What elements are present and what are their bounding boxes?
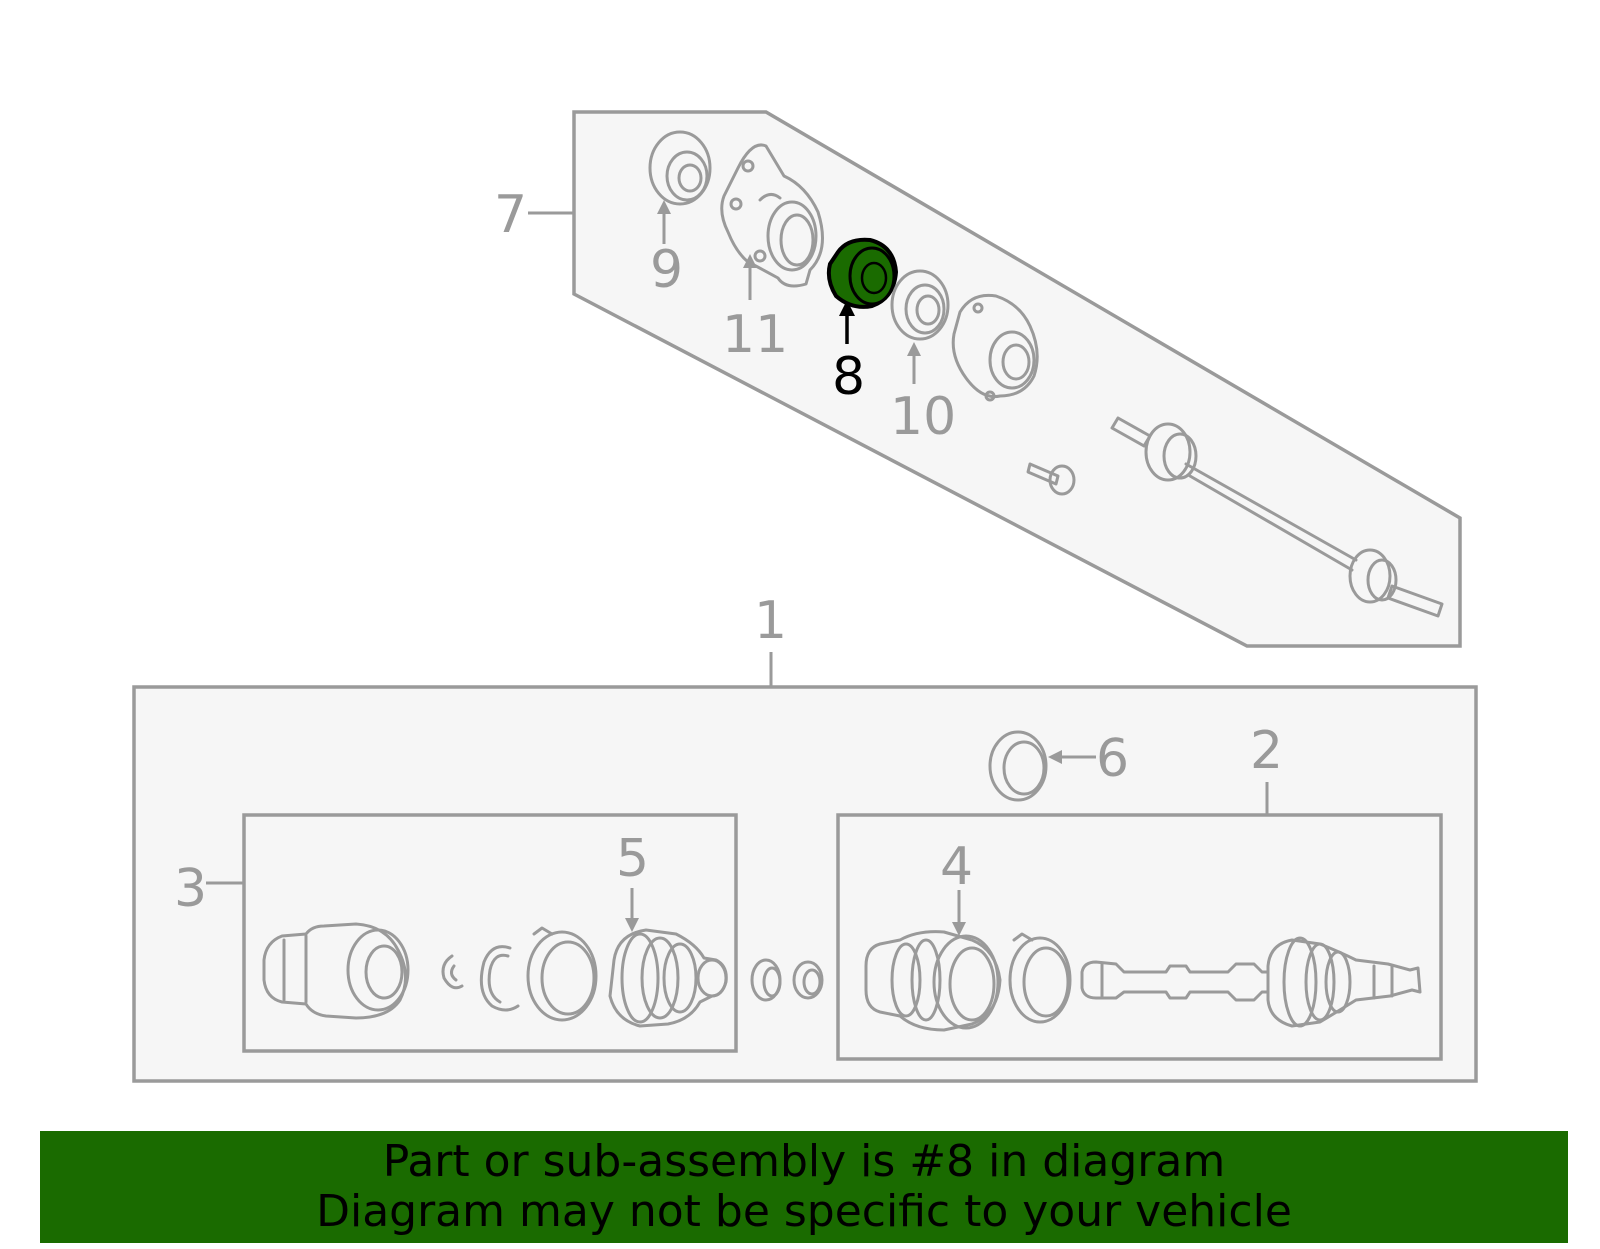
banner-line-2: Diagram may not be specific to your vehi… — [316, 1186, 1292, 1237]
callout-7: 7 — [494, 185, 527, 245]
callout-4: 4 — [940, 837, 973, 897]
arrow-4 — [952, 890, 966, 936]
part-9-seal-drawing — [648, 130, 712, 206]
callout-2: 2 — [1250, 721, 1283, 781]
callout-8: 8 — [832, 347, 865, 407]
part-8-bearing-highlighted — [826, 237, 899, 309]
callout-3: 3 — [174, 859, 207, 919]
arrow-8 — [839, 300, 855, 344]
part-11-housing-drawing — [720, 143, 824, 288]
part-10-seal-drawing — [890, 269, 950, 341]
boot-band-2-drawing — [1008, 932, 1072, 1024]
part-6-ring-drawing — [988, 730, 1048, 802]
callout-1: 1 — [754, 591, 787, 651]
subassembly-3-panel — [242, 813, 738, 1053]
arrow-10 — [907, 342, 921, 384]
subassembly-2-panel — [836, 813, 1443, 1061]
boot-band-drawing — [526, 926, 598, 1022]
snap-ring-small-drawing — [441, 954, 464, 990]
arrow-5 — [625, 888, 639, 932]
info-banner: Part or sub-assembly is #8 in diagram Di… — [40, 1131, 1568, 1243]
hub-housing-drawing — [951, 293, 1039, 402]
arrow-9 — [657, 200, 671, 244]
outer-joint-boot-drawing — [1266, 936, 1422, 1028]
callout-6: 6 — [1096, 729, 1129, 789]
part-4-boot-drawing — [864, 930, 1002, 1032]
bolt-drawing — [1026, 462, 1076, 496]
boot-clamps-drawing — [750, 958, 824, 1002]
callout-10: 10 — [890, 387, 956, 447]
clip-ring-drawing — [479, 945, 520, 1012]
half-shaft-drawing — [1110, 416, 1444, 618]
part-5-boot-drawing — [608, 928, 728, 1028]
arrow-6 — [1048, 750, 1096, 764]
banner-line-1: Part or sub-assembly is #8 in diagram — [382, 1136, 1226, 1187]
callout-5: 5 — [616, 829, 649, 889]
callout-11: 11 — [722, 305, 788, 365]
callout-9: 9 — [650, 240, 683, 300]
inner-joint-housing-drawing — [262, 922, 410, 1020]
